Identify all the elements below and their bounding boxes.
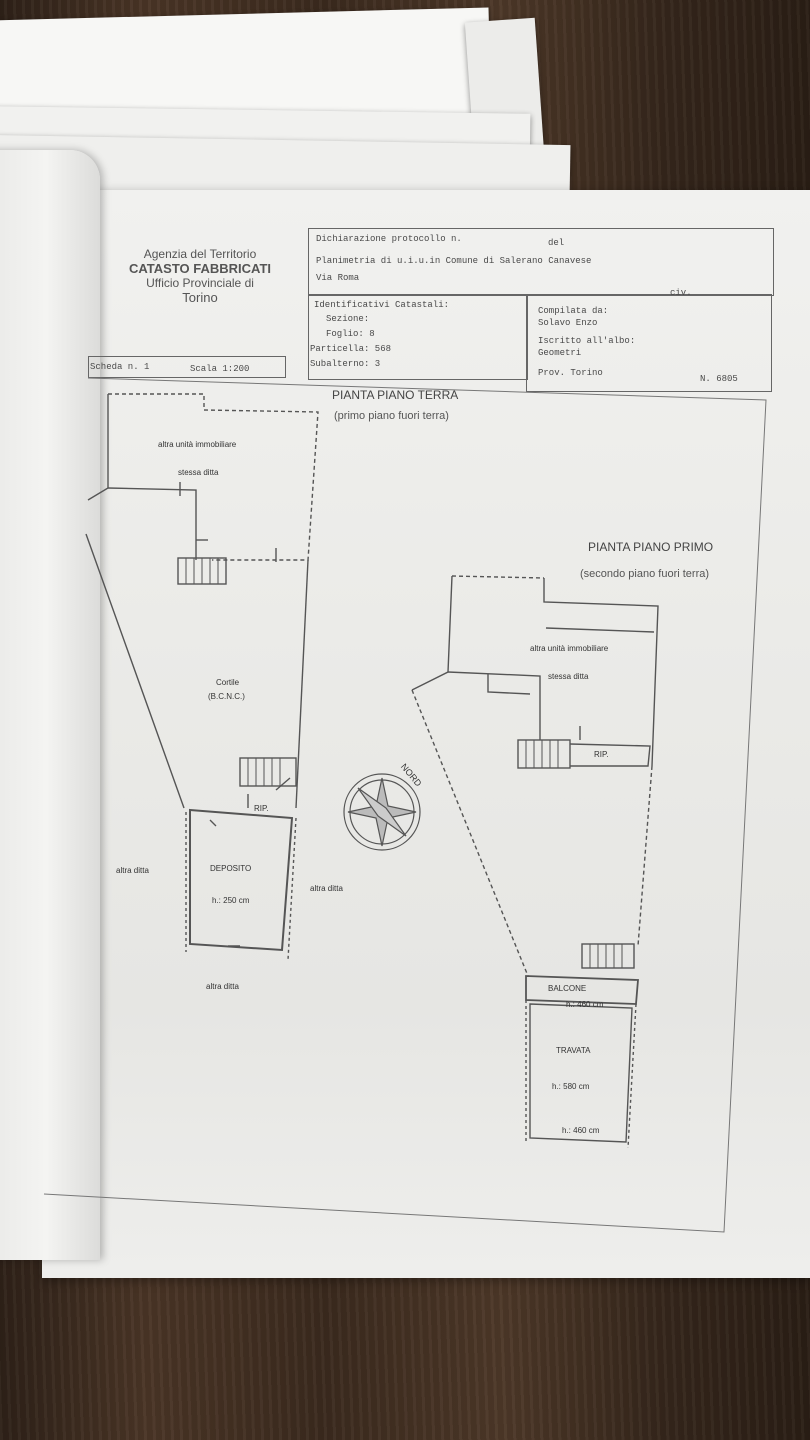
ground-floor-subtitle: (primo piano fuori terra) [334,410,449,422]
left-binder-page [0,150,100,1260]
label-bottom-height: h.: 460 cm [562,1126,600,1135]
label-travata: TRAVATA [556,1046,591,1055]
office-line: Ufficio Provinciale di [146,275,254,290]
compiler-box [526,294,772,392]
label-rip: RIP. [594,750,609,759]
province: Prov. Torino [538,368,603,378]
label-rip: RIP. [254,804,269,813]
label-other-owner-right: altra ditta [310,884,343,893]
plan-description: Planimetria di u.i.u.in Comune di Salera… [316,256,592,266]
label-other-unit: altra unità immobiliare [158,440,237,449]
declaration-box [308,228,774,296]
label-height: h.: 250 cm [212,896,250,905]
ground-floor-title: PIANTA PIANO TERRA [332,388,459,402]
label-other-unit: altra unità immobiliare [530,644,609,653]
address: Via Roma [316,273,360,283]
label-balcone-height: h.: 460 cm [566,1000,604,1009]
first-floor-subtitle: (secondo piano fuori terra) [580,568,710,580]
register-number: N. 6805 [700,374,738,384]
civic-label: civ. [670,288,692,298]
identifiers-box [308,294,528,380]
label-bcnc: (B.C.N.C.) [208,692,245,701]
register-value: Geometri [538,348,582,358]
cadastral-plan-page [42,190,810,1278]
first-floor-title: PIANTA PIANO PRIMO [588,540,714,554]
compass-rose [343,773,421,851]
label-courtyard: Cortile [216,678,240,687]
label-same-owner: stessa ditta [548,672,589,681]
subalterno: Subalterno: 3 [310,359,381,369]
protocol-del: del [548,238,565,248]
particella: Particella: 568 [310,344,392,354]
agency-header: Agenzia del Territorio CATASTO FABBRICAT… [95,247,305,305]
scale-box [88,356,286,378]
compiler-label: Compilata da: [538,306,609,316]
scale: Scala 1:200 [190,364,250,374]
label-deposito: DEPOSITO [210,864,252,873]
label-other-owner-bottom: altra ditta [206,982,239,991]
label-same-owner: stessa ditta [178,468,219,477]
compiler-name: Solavo Enzo [538,318,598,328]
foglio: Foglio: 8 [326,329,375,339]
identifiers-title: Identificativi Catastali: [314,300,450,310]
label-balcone: BALCONE [548,984,587,993]
office-city: Torino [182,289,218,305]
catasto-title: CATASTO FABBRICATI [128,260,272,276]
sheet-number: Scheda n. 1 [90,362,150,372]
label-other-owner-left: altra ditta [116,866,149,875]
sezione: Sezione: [326,314,370,324]
register-label: Iscritto all'albo: [538,336,636,346]
label-travata-height: h.: 580 cm [552,1082,590,1091]
agency-name: Agenzia del Territorio [143,247,257,261]
protocol-label: Dichiarazione protocollo n. [316,234,462,244]
